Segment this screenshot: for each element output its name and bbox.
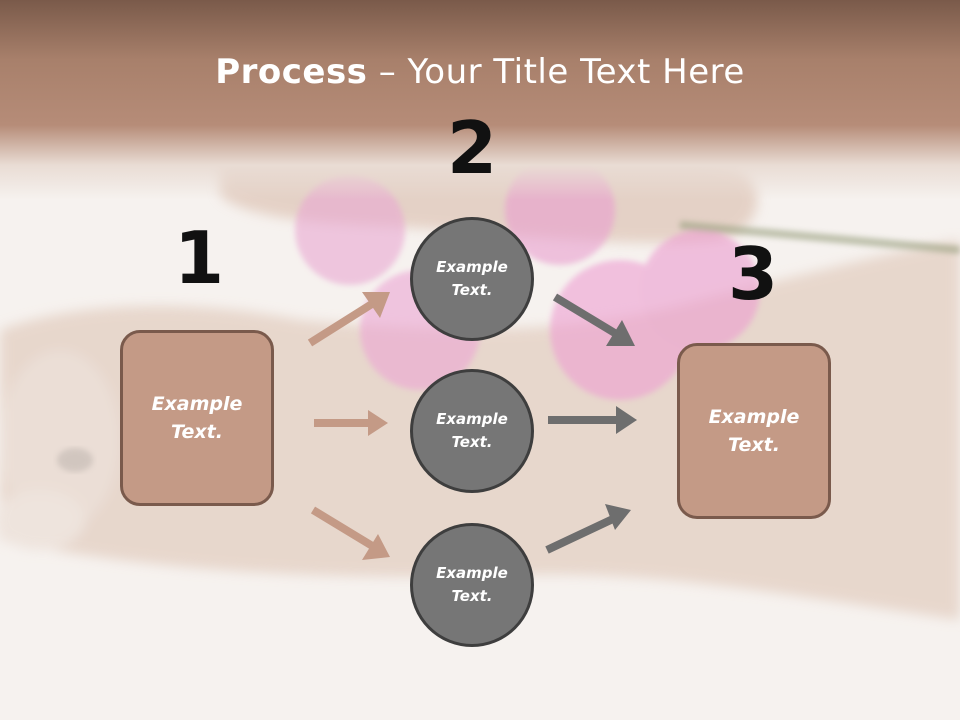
arrow-out-middle — [548, 406, 637, 434]
step-2-number: 2 — [446, 106, 498, 190]
step-2-circle-middle: Example Text. — [410, 369, 534, 493]
step-1-box: Example Text. — [120, 330, 274, 506]
arrow-in-bottom — [310, 506, 390, 560]
step-1-number: 1 — [173, 216, 225, 300]
arrow-in-middle — [314, 410, 388, 436]
header-band — [0, 0, 960, 200]
step-3-number: 3 — [727, 232, 779, 316]
step-2-circle-bottom: Example Text. — [410, 523, 534, 647]
step-2-circle-top: Example Text. — [410, 217, 534, 341]
title-rest: – Your Title Text Here — [367, 52, 745, 92]
arrow-out-bottom — [545, 504, 631, 554]
arrow-in-top — [307, 292, 390, 347]
slide-title: Process – Your Title Text Here — [0, 52, 960, 92]
arrow-out-top — [552, 293, 635, 346]
title-bold: Process — [215, 52, 368, 92]
step-3-box: Example Text. — [677, 343, 831, 519]
